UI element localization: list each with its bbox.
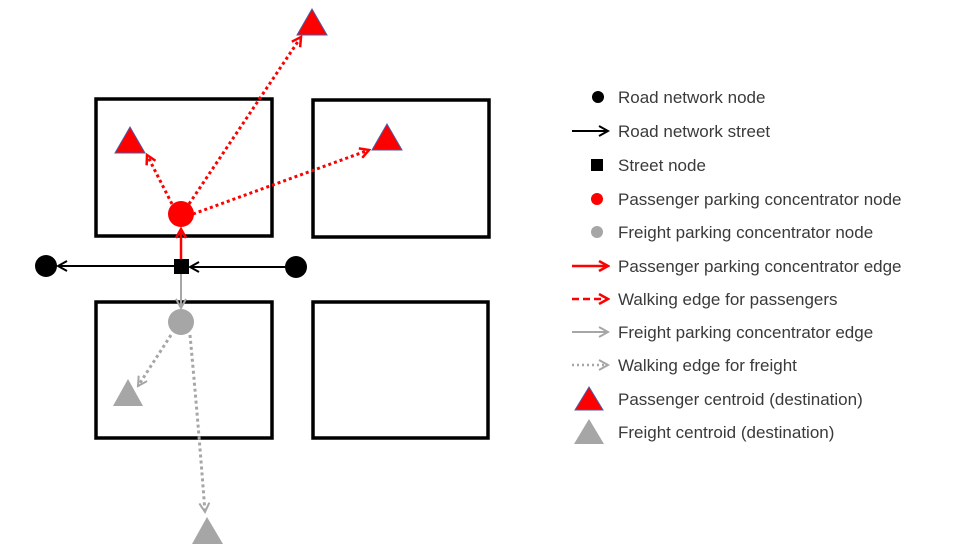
legend-label-freight-walking: Walking edge for freight <box>618 356 797 375</box>
passenger-walking-edge-top-right <box>192 150 369 216</box>
street-node <box>174 259 189 274</box>
road-node-east <box>285 256 307 278</box>
legend-label-freight-node: Freight parking concentrator node <box>618 223 873 242</box>
passenger-concentrator-node <box>168 201 194 227</box>
legend-label-road-street: Road network street <box>618 122 770 141</box>
legend-label-freight-edge: Freight parking concentrator edge <box>618 323 873 342</box>
legend-street-node-icon <box>591 159 603 171</box>
legend-label-road-node: Road network node <box>618 88 765 107</box>
legend: Road network node Road network street St… <box>572 88 902 444</box>
legend-label-freight-centroid: Freight centroid (destination) <box>618 423 834 442</box>
passenger-walking-edge-top-left <box>147 155 174 205</box>
legend-label-street-node: Street node <box>618 156 706 175</box>
passenger-walking-edge-north <box>187 37 301 205</box>
legend-passenger-node-icon <box>591 193 603 205</box>
freight-walking-edge-bottom-left <box>136 334 173 386</box>
block-top-right <box>311 98 491 239</box>
passenger-walking-edges <box>147 37 369 216</box>
freight-walking-edges <box>136 334 205 512</box>
passenger-centroid-block-top-left <box>114 125 146 154</box>
freight-centroid-block-bottom-left <box>113 379 143 406</box>
passenger-centroid-north <box>296 7 328 36</box>
passenger-centroid-block-top-right <box>371 122 403 151</box>
legend-label-passenger-edge: Passenger parking concentrator edge <box>618 257 902 276</box>
block-bottom-right <box>311 300 490 440</box>
road-node-west <box>35 255 57 277</box>
freight-walking-edge-south <box>188 334 205 512</box>
legend-freight-node-icon <box>591 226 603 238</box>
legend-passenger-centroid-icon <box>574 386 604 411</box>
legend-label-passenger-node: Passenger parking concentrator node <box>618 190 902 209</box>
legend-label-passenger-walking: Walking edge for passengers <box>618 290 838 309</box>
freight-concentrator-node <box>168 309 194 335</box>
legend-road-node-icon <box>592 91 604 103</box>
freight-centroid-south <box>192 517 223 544</box>
legend-label-passenger-centroid: Passenger centroid (destination) <box>618 390 863 409</box>
legend-freight-centroid-icon <box>574 419 604 444</box>
